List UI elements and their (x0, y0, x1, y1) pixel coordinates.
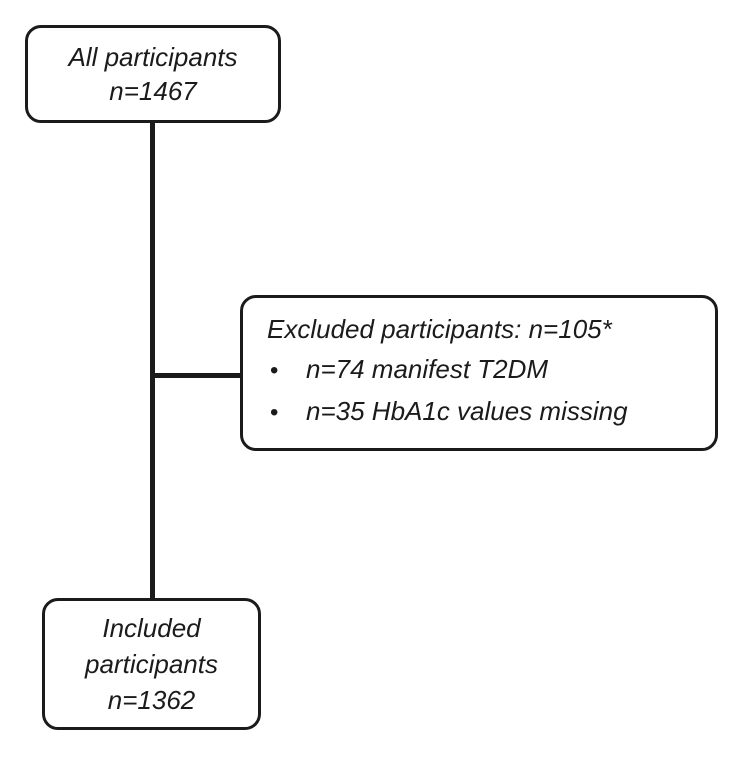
bullet-icon: • (270, 357, 279, 384)
excluded-participants-box: Excluded participants: n=105* • n=74 man… (240, 295, 718, 451)
all-participants-label: All participants (68, 42, 238, 72)
connector-vertical-line (150, 121, 155, 599)
included-participants-box: Included participants n=1362 (42, 598, 261, 730)
excluded-reason-t2dm: n=74 manifest T2DM (306, 354, 549, 384)
excluded-bullet-row: • n=74 manifest T2DM (267, 349, 705, 391)
included-label-line2: participants (85, 649, 218, 679)
excluded-reason-hba1c-missing: n=35 HbA1c values missing (306, 396, 628, 426)
all-participants-box: All participants n=1467 (25, 25, 281, 123)
bullet-icon: • (270, 399, 279, 426)
connector-branch-line (152, 373, 242, 378)
included-participants-count: n=1362 (107, 685, 196, 715)
excluded-bullet-row: • n=35 HbA1c values missing (267, 391, 705, 433)
included-label-line1: Included (102, 613, 201, 643)
all-participants-count: n=1467 (109, 76, 197, 106)
excluded-title: Excluded participants: n=105* (267, 314, 612, 344)
